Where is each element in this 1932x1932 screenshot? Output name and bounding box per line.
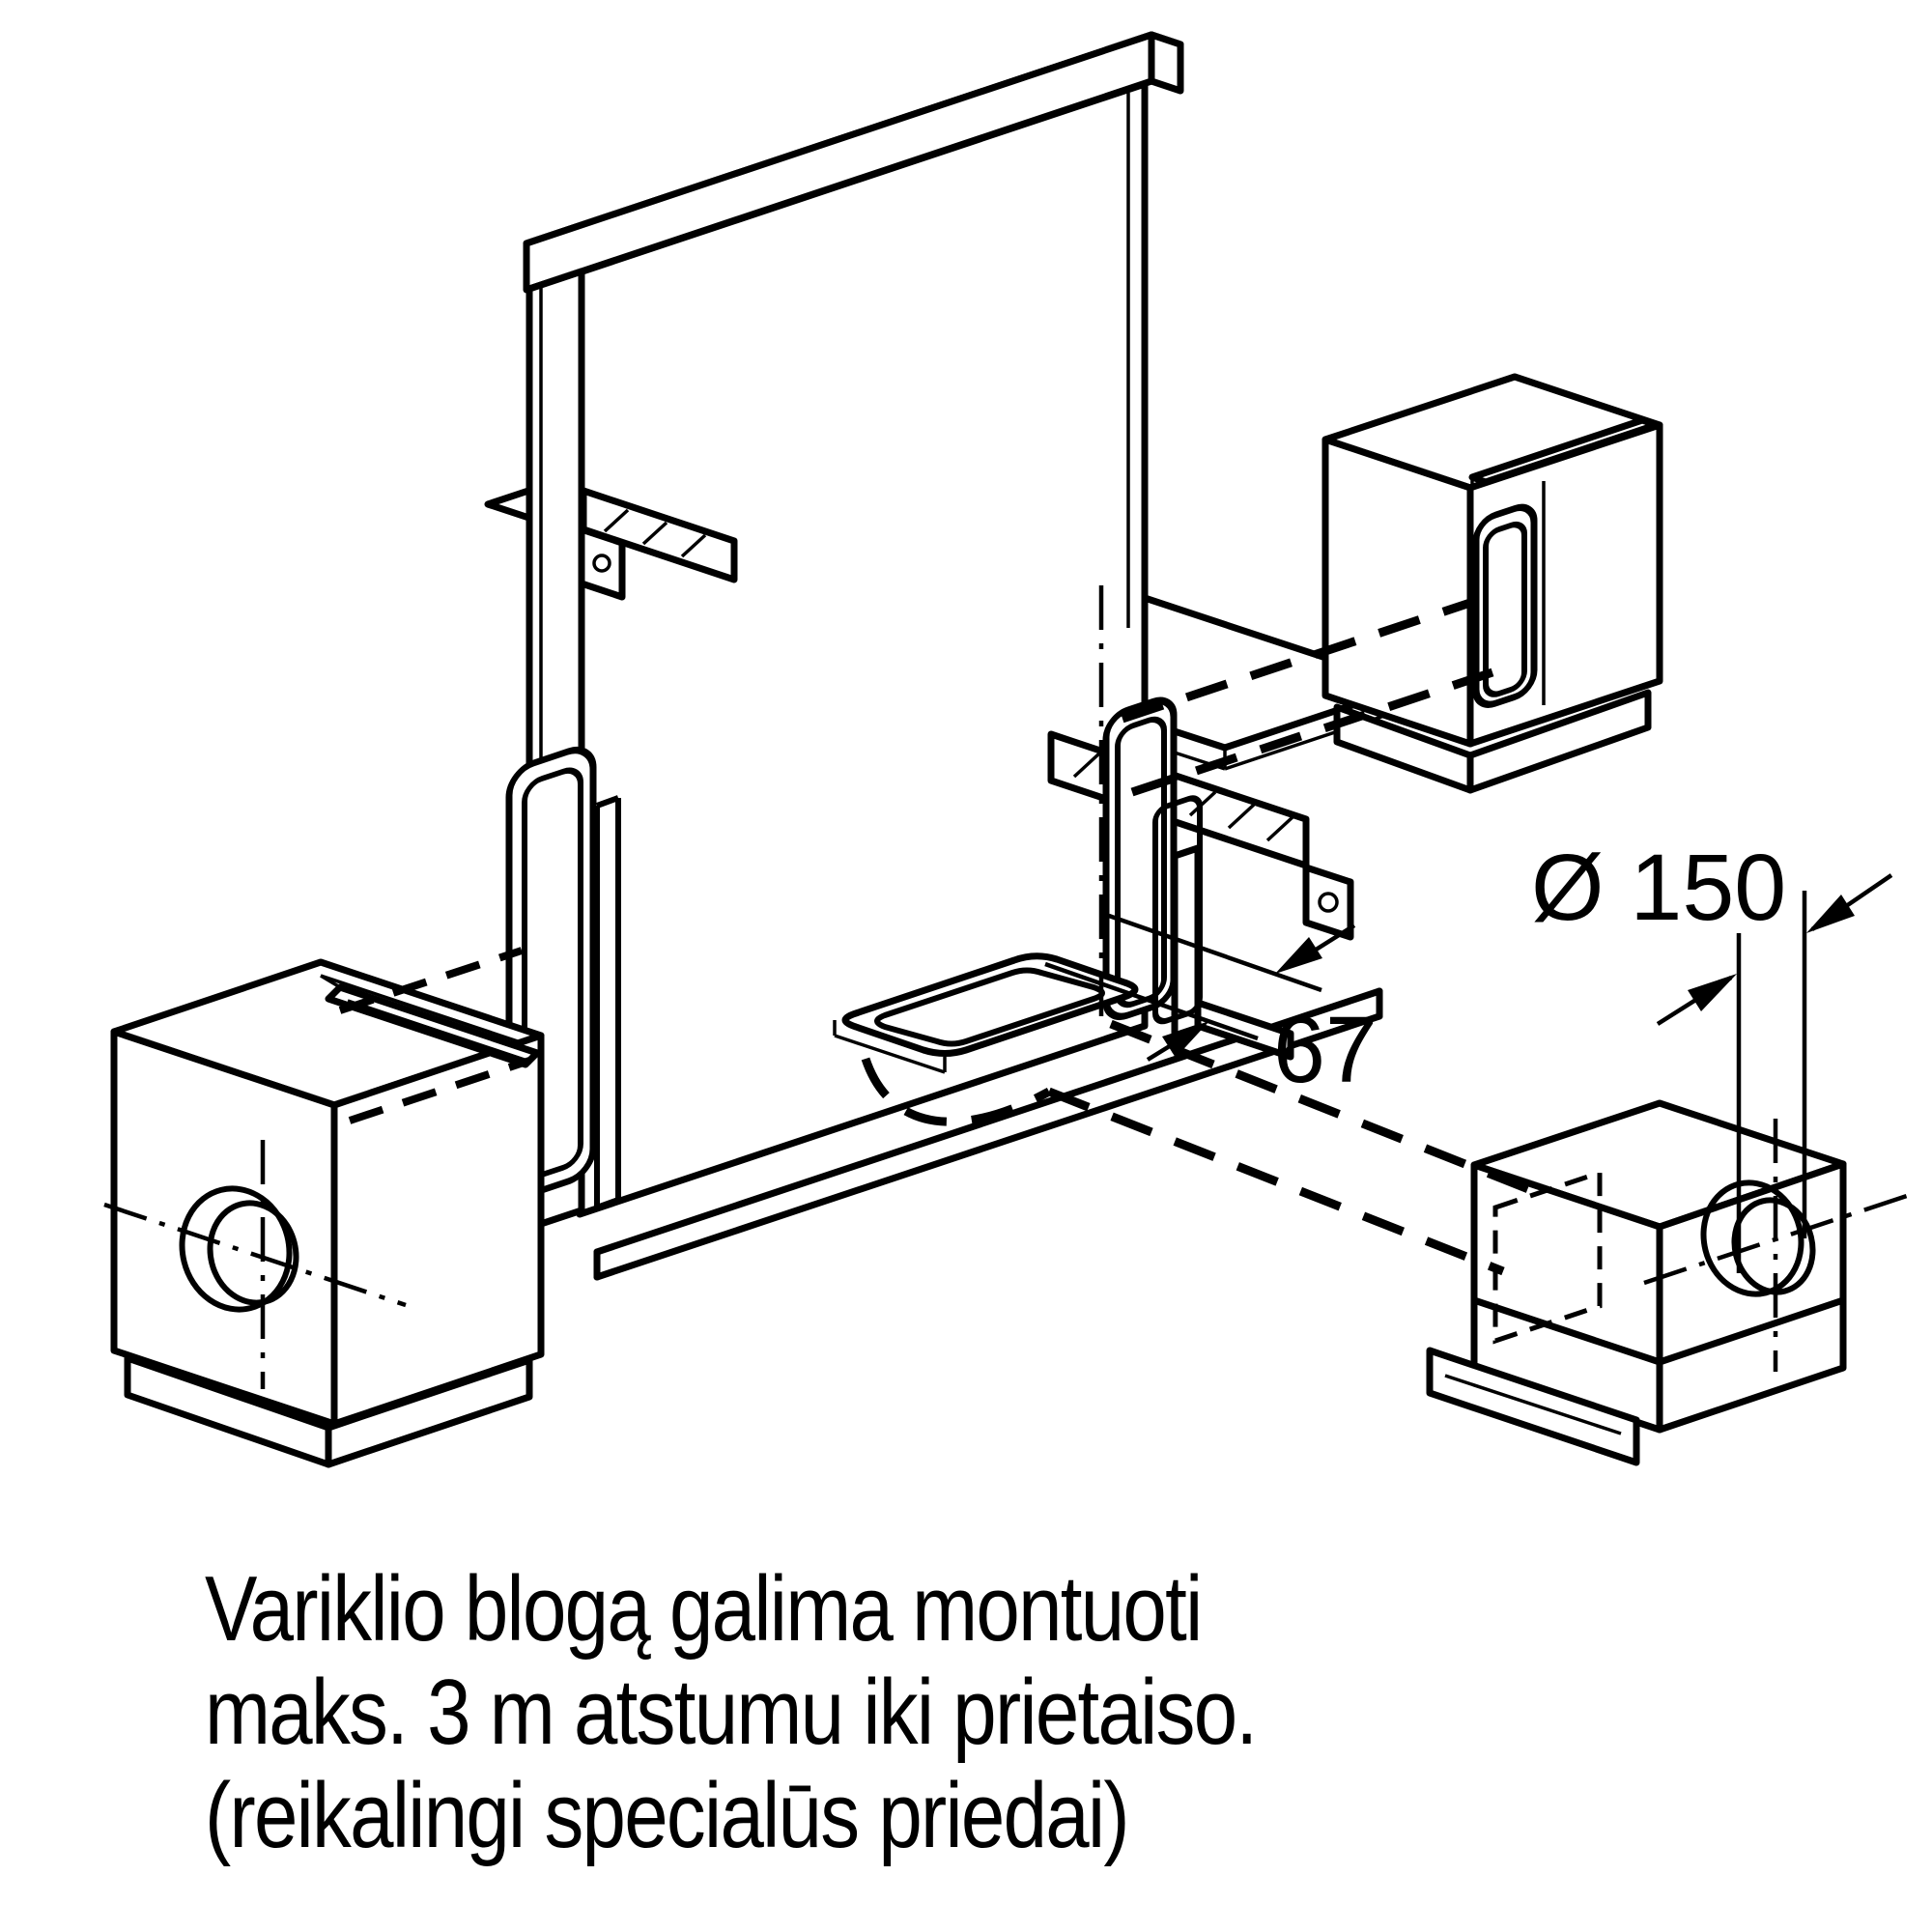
caption-line-3: (reikalingi specialūs priedai) (205, 1764, 1130, 1868)
center-lines (103, 585, 1919, 1389)
caption-line-1: Variklio blogą galima montuoti (205, 1557, 1203, 1661)
caption: Variklio blogą galima montuoti maks. 3 m… (205, 1557, 1258, 1868)
downdraft-hood-unit (484, 31, 1414, 1281)
blower-bottom-right-tray (1426, 1347, 1640, 1466)
caption-line-2: maks. 3 m atstumu iki prietaiso. (205, 1661, 1258, 1765)
distance-label: 67 (1273, 997, 1378, 1102)
blower-left-round-port (179, 1185, 299, 1313)
blower-box-left (110, 958, 545, 1468)
hidden-duct-opening (1492, 1169, 1603, 1345)
dimension-distance: 67 (1044, 913, 1378, 1102)
screw-tab-right (1302, 864, 1354, 941)
diameter-label: Ø 150 (1531, 835, 1786, 940)
screw-tab-left (578, 526, 626, 601)
duct-port-bottom (833, 952, 1139, 1074)
duct-routes-dashed (338, 596, 1548, 1276)
blower-top-right-port (1472, 503, 1538, 708)
blower-box-bottom-right (1426, 1099, 1847, 1466)
blower-box-top-right (1321, 373, 1663, 794)
blower-top-right-slot (1468, 416, 1660, 489)
mounting-rail-left (578, 487, 738, 601)
dimension-diameter: Ø 150 (1531, 835, 1893, 1273)
